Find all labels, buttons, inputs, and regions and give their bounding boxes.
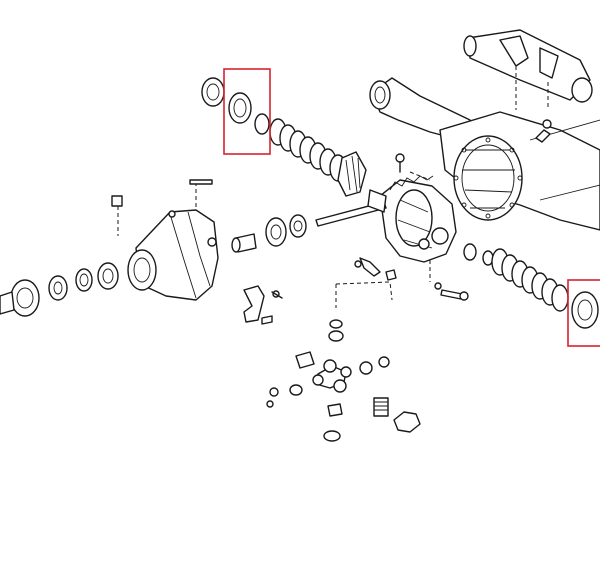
upper-bearing-group — [201, 77, 367, 197]
spring-pin — [373, 397, 389, 417]
axle-housing — [369, 29, 600, 231]
right-side-bearing-highlight — [567, 279, 600, 347]
pinion-shaft — [315, 201, 387, 227]
upper-bearing — [228, 92, 252, 124]
retainer-clip — [243, 285, 283, 325]
right-bearing-group — [463, 243, 599, 329]
companion-nut — [201, 77, 225, 107]
pinion-gear-parts — [231, 214, 307, 253]
pinion-bearing-row — [0, 262, 119, 317]
universal-joint-group — [266, 319, 421, 442]
upper-left-bearing-highlight — [223, 68, 271, 155]
plug — [393, 411, 421, 433]
side-gear — [337, 151, 367, 197]
differential-case — [315, 153, 457, 263]
upper-race — [254, 113, 270, 135]
small-hardware-center — [335, 257, 469, 308]
carrier-housing — [111, 179, 219, 301]
right-bearing — [571, 291, 599, 329]
clutch-spring-stack — [269, 118, 347, 182]
right-spring-stack — [491, 248, 569, 312]
